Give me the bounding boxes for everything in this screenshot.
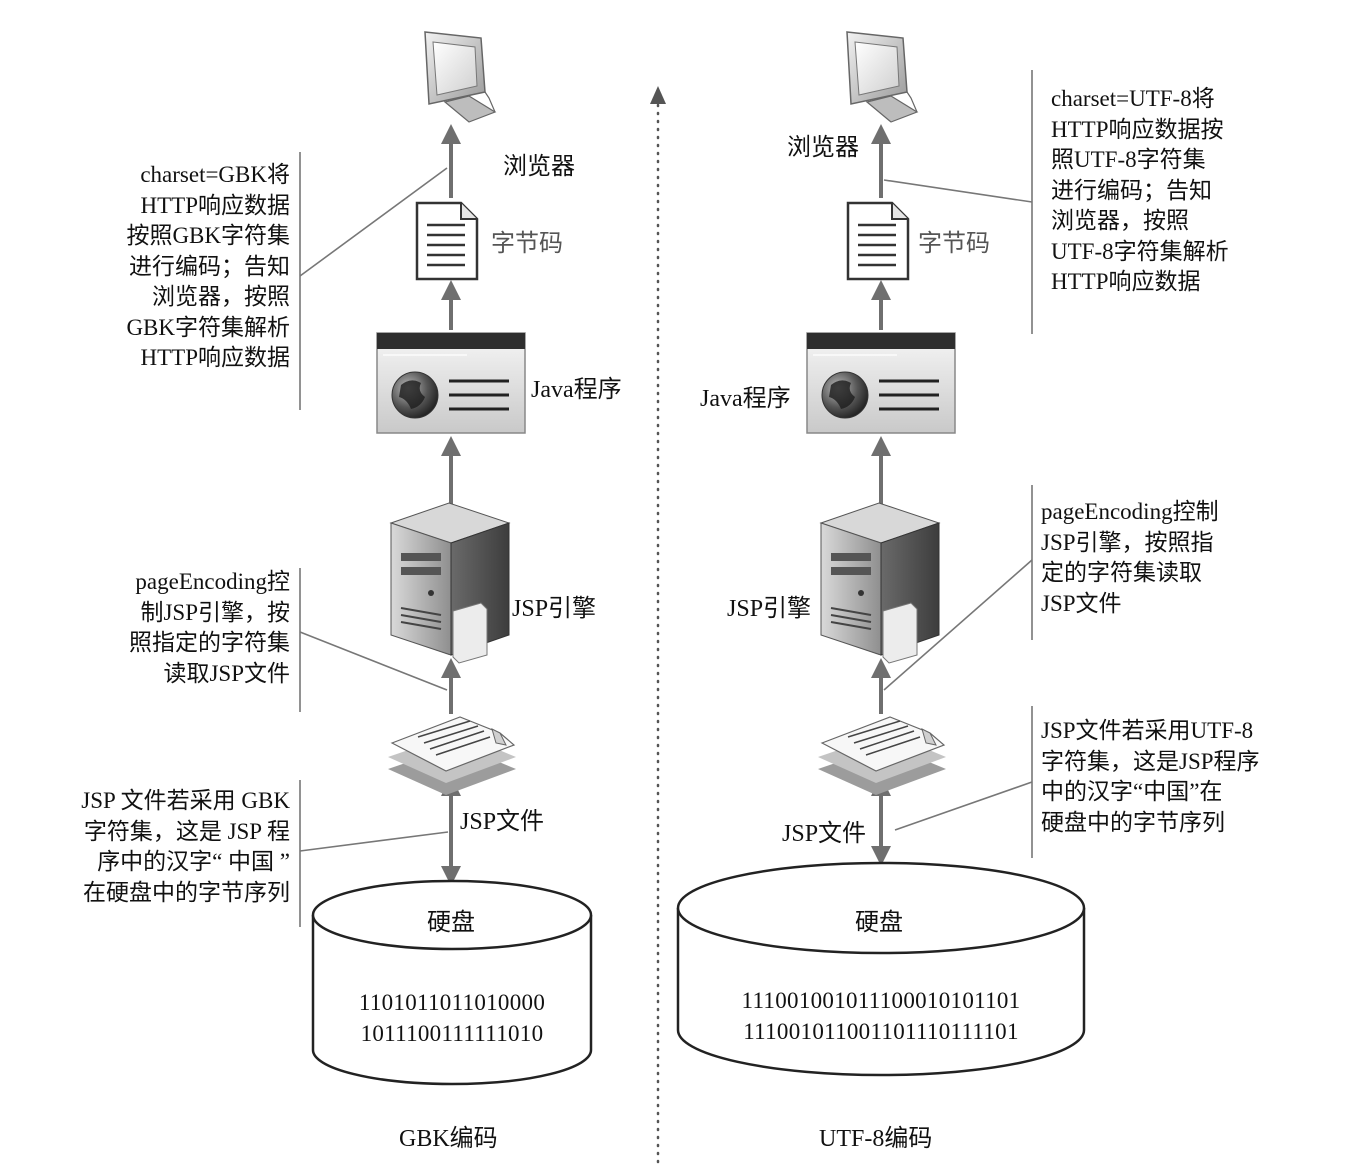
- right-jsp-engine-label: JSP引擎: [727, 596, 812, 622]
- left-note-bytes: JSP 文件若采用 GBK 字符集，这是 JSP 程 序中的汉字“ 中国 ” 在…: [81, 788, 290, 905]
- right-disk-bits: 111001001011100010101101 111001011001101…: [700, 985, 1062, 1047]
- divider-arrowhead: [650, 86, 666, 104]
- right-jsp-file-stack-icon: [817, 716, 947, 796]
- right-note-charset: charset=UTF-8将 HTTP响应数据按 照UTF-8字符集 进行编码；…: [1051, 86, 1229, 294]
- left-jsp-engine-server-icon: [390, 502, 510, 664]
- left-jsp-engine-label: JSP引擎: [512, 596, 597, 622]
- left-bytecode-label: 字节码: [491, 231, 563, 257]
- right-hard-disk: [676, 861, 1086, 1077]
- left-bytecode-document-icon: [415, 201, 479, 281]
- right-java-program-window-icon: [805, 331, 957, 435]
- left-jsp-file-stack-icon: [387, 716, 517, 796]
- left-browser-monitor-icon: [424, 31, 496, 123]
- right-browser-monitor-icon: [846, 31, 918, 123]
- left-note-charset: charset=GBK将 HTTP响应数据 按照GBK字符集 进行编码；告知 浏…: [126, 162, 290, 370]
- left-note-leaders: [299, 152, 449, 927]
- right-browser-label: 浏览器: [787, 135, 859, 161]
- left-java-program-label: Java程序: [531, 377, 622, 403]
- left-java-program-window-icon: [375, 331, 527, 435]
- right-disk-label: 硬盘: [855, 910, 903, 936]
- right-jsp-file-label: JSP文件: [782, 821, 867, 847]
- left-disk-bits-row-1: 1101011011010000: [358, 990, 546, 1015]
- left-caption: GBK编码: [399, 1126, 498, 1152]
- left-note-page-encoding: pageEncoding控 制JSP引擎，按 照指定的字符集 读取JSP文件: [129, 569, 290, 686]
- left-browser-label: 浏览器: [503, 154, 575, 180]
- left-disk-bits-row-2: 1011100111111010: [360, 1021, 544, 1046]
- right-note-page-encoding: pageEncoding控制 JSP引擎，按照指 定的字符集读取 JSP文件: [1041, 499, 1219, 616]
- left-disk-bits: 1101011011010000 1011100111111010: [330, 987, 574, 1049]
- right-java-program-label: Java程序: [700, 386, 791, 412]
- right-note-bytes: JSP文件若采用UTF-8 字符集，这是JSP程序 中的汉字“中国”在 硬盘中的…: [1041, 718, 1260, 835]
- left-hard-disk: [311, 879, 593, 1086]
- right-jsp-engine-server-icon: [820, 502, 940, 664]
- left-disk-label: 硬盘: [427, 910, 475, 936]
- right-disk-bits-row-1: 111001001011100010101101: [741, 988, 1021, 1013]
- right-disk-bits-row-2: 111001011001101110111101: [743, 1019, 1019, 1044]
- right-bytecode-document-icon: [846, 201, 910, 281]
- right-note-leaders: [883, 70, 1033, 858]
- right-bytecode-label: 字节码: [918, 231, 990, 257]
- left-jsp-file-label: JSP文件: [460, 809, 545, 835]
- right-caption: UTF-8编码: [819, 1126, 933, 1152]
